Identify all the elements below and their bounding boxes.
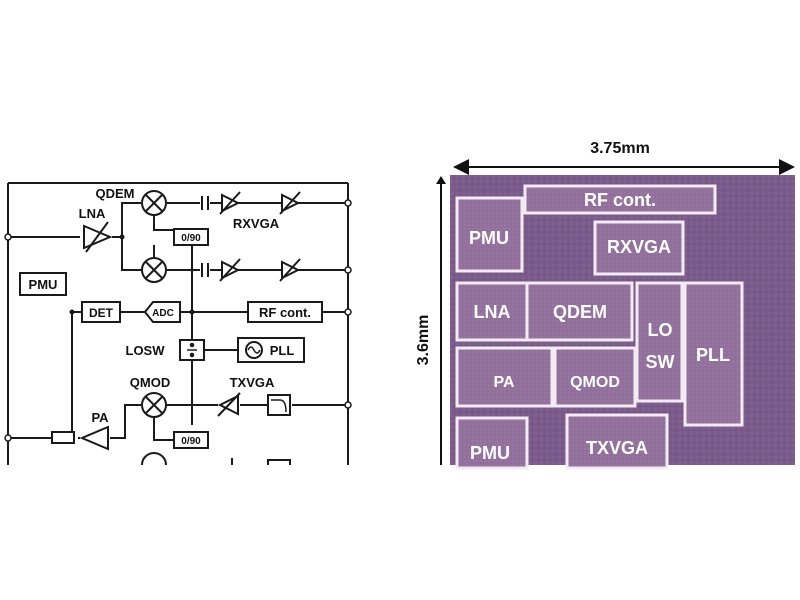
die-block-rxvga xyxy=(593,220,685,276)
width-dim-label: 3.75mm xyxy=(590,140,650,157)
lna-out-line xyxy=(112,202,141,271)
det-label: DET xyxy=(89,306,114,320)
die-block-pa xyxy=(455,346,554,408)
phase-box-top xyxy=(173,228,209,246)
mixer-qmod-icon xyxy=(141,392,167,418)
junction-dot xyxy=(189,309,195,315)
pll-label: PLL xyxy=(270,343,295,358)
die-label-pa: PA xyxy=(493,374,514,391)
qmod-out xyxy=(110,404,141,439)
cap-q xyxy=(201,263,209,277)
adc-shape xyxy=(143,301,181,323)
port-dot xyxy=(344,308,352,316)
rf-cont-box xyxy=(247,301,323,323)
pa-label: PA xyxy=(91,410,109,425)
die-block-rf-cont xyxy=(523,184,717,215)
rxvga-stages xyxy=(219,191,301,282)
lna-amplifier-icon xyxy=(83,221,113,253)
tx-filter-icon xyxy=(267,394,291,416)
phase-label-top: 0/90 xyxy=(181,233,201,244)
qmod-label: QMOD xyxy=(130,375,170,390)
die-label-lna: LNA xyxy=(474,302,511,322)
pmu-box xyxy=(19,272,67,296)
mixer-qdem-q-icon xyxy=(141,257,167,283)
die-label-qmod: QMOD xyxy=(570,374,620,391)
die-block-losw xyxy=(635,281,684,403)
rf-cont-label: RF cont. xyxy=(259,305,311,320)
die-block-txvga xyxy=(565,413,669,470)
vga-icon xyxy=(219,258,241,282)
coupler-icon xyxy=(51,431,75,444)
losw-switch-icon xyxy=(187,342,197,358)
die-label-rf-cont: RF cont. xyxy=(584,190,656,210)
txvga-amplifier-icon xyxy=(217,392,241,417)
lo-top-line xyxy=(153,216,174,257)
vga-icon xyxy=(219,191,241,215)
die-block-lna xyxy=(455,281,529,342)
pmu-label: PMU xyxy=(29,277,58,292)
die-block-pmu-bottom xyxy=(455,416,529,470)
losw-label: LOSW xyxy=(126,343,166,358)
die-label-pll: PLL xyxy=(696,345,730,365)
port-dot xyxy=(344,199,352,207)
die-block-qdem xyxy=(525,281,634,342)
det-box xyxy=(81,301,121,323)
vga-icon xyxy=(279,258,301,282)
die-block-pmu-top xyxy=(455,196,524,273)
phase-label-bottom: 0/90 xyxy=(181,436,201,447)
port-dot xyxy=(344,401,352,409)
mixer-qdem-i-icon xyxy=(141,190,167,216)
mixer-qmod-q-icon xyxy=(141,452,167,466)
die-block-pll xyxy=(683,281,744,427)
mixers xyxy=(141,190,167,466)
die-label-pmu-bottom: PMU xyxy=(470,443,510,463)
cap-i xyxy=(201,196,209,210)
width-dimension: 3.75mm xyxy=(453,140,795,175)
rxvga-label: RXVGA xyxy=(233,216,280,231)
die-blocks xyxy=(455,184,744,470)
qdem-label: QDEM xyxy=(96,186,135,201)
phase-shifters: 0/90 0/90 xyxy=(173,228,209,449)
height-dim-label: 3.6mm xyxy=(415,315,432,366)
tx-q-stub-icon xyxy=(231,458,291,465)
lna-label: LNA xyxy=(79,206,106,221)
die-label-sw: SW xyxy=(646,352,675,372)
die-labels: RF cont. PMU RXVGA LNA QDEM LO SW PLL PA… xyxy=(469,190,730,463)
phase-box-bottom xyxy=(173,431,209,449)
die-label-qdem: QDEM xyxy=(553,302,607,322)
txvga-label: TXVGA xyxy=(230,375,275,390)
block-diagram xyxy=(7,182,349,465)
port-dot xyxy=(4,233,12,241)
vga-icon xyxy=(279,191,301,215)
adc-label: ADC xyxy=(152,308,174,319)
port-dot xyxy=(344,266,352,274)
junction-dot xyxy=(119,234,125,240)
height-dimension: 3.6mm xyxy=(415,176,446,465)
die-label-pmu-top: PMU xyxy=(469,228,509,248)
die-label-rxvga: RXVGA xyxy=(607,237,671,257)
pa-amplifier-icon xyxy=(79,425,109,451)
die-block-qmod xyxy=(553,346,637,408)
die-label-lo: LO xyxy=(648,320,673,340)
junction-dot xyxy=(69,309,75,315)
det-feed xyxy=(55,312,73,433)
lo-bottom-line xyxy=(153,418,174,441)
port-dot xyxy=(4,434,12,442)
port-dots xyxy=(4,199,352,442)
oscillator-icon xyxy=(245,341,263,359)
die-label-txvga: TXVGA xyxy=(586,438,648,458)
